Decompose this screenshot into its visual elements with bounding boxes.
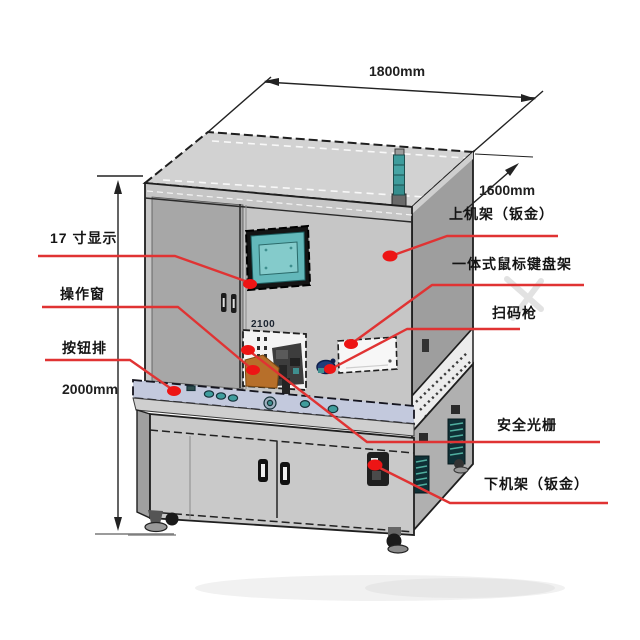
callout-operation-window-label: 操作窗 — [60, 286, 105, 302]
leader-lower-frame — [373, 463, 608, 505]
console-strip — [132, 379, 415, 437]
leader-keyboard-stand — [350, 283, 584, 345]
leader-operation-window — [42, 305, 254, 371]
leader-light-curtain — [247, 349, 600, 444]
display-screen — [244, 224, 312, 292]
lower-right-panel — [411, 361, 474, 535]
callout-display-label: 17 寸显示 — [50, 230, 118, 246]
callout-keyboard-stand-label: 一体式鼠标键盘架 — [452, 256, 572, 272]
callout-dots — [167, 250, 398, 471]
upper-door-handles — [221, 293, 237, 313]
dimension-2000 — [95, 175, 174, 535]
console-buttons — [186, 385, 339, 414]
dimension-1600 — [462, 153, 534, 213]
lower-door-handles — [258, 459, 290, 485]
dimension-width-label: 1800mm — [369, 63, 426, 79]
operation-window — [242, 329, 307, 394]
callout-lower-frame-label: 下机架（钣金） — [484, 476, 589, 492]
leader-scanner — [330, 327, 520, 371]
callout-button-row-label: 按钮排 — [62, 340, 107, 356]
lower-cabinet — [136, 409, 415, 536]
dimension-height-label: 2000mm — [62, 381, 119, 397]
internal-dimension-marking: 2100 — [251, 319, 276, 330]
leader-display — [38, 254, 249, 284]
callout-upper-frame-label: 上机架（钣金） — [449, 206, 554, 222]
leader-lines — [38, 234, 608, 505]
left-sliding-door — [151, 196, 244, 390]
dimension-1800 — [207, 76, 544, 153]
dimension-depth-label: 1600mm — [479, 182, 536, 198]
leader-button-row — [45, 358, 174, 391]
leader-upper-frame — [390, 234, 558, 258]
signal-tower — [391, 148, 407, 209]
ground-shadow — [195, 575, 565, 601]
side-slot — [422, 339, 429, 352]
callout-light-curtain-label: 安全光栅 — [497, 417, 557, 433]
caster-wheels — [128, 459, 469, 554]
callout-scanner-label: 扫码枪 — [492, 305, 537, 321]
orange-fixture — [244, 354, 280, 389]
